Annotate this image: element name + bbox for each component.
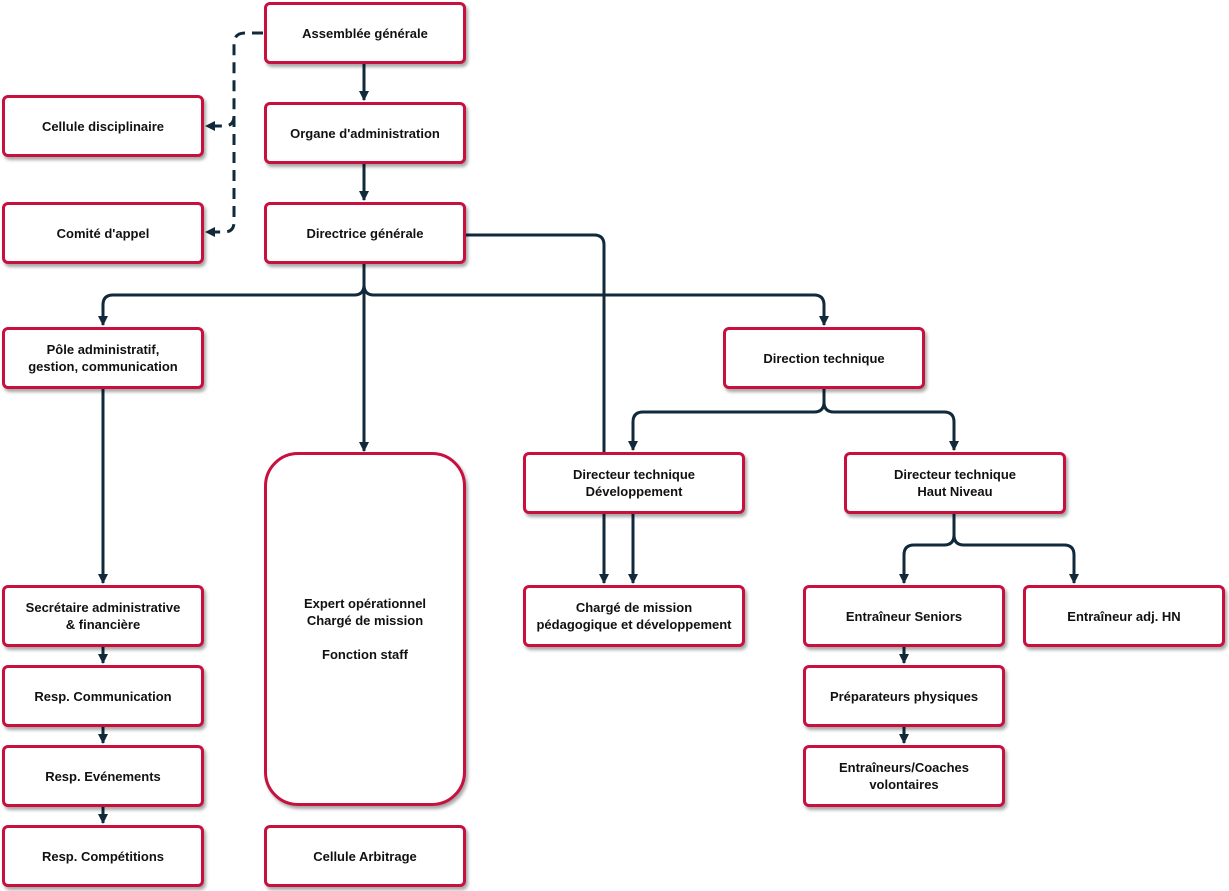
node-label: Pôle administratif, gestion, communicati… — [28, 342, 178, 374]
connector-assemblee-cellule-disciplinaire — [205, 31, 263, 131]
connector-dt-hn-entr-seniors — [899, 513, 956, 584]
connector-directrice-direction-technique — [362, 284, 829, 326]
node-label: Entraîneur Seniors — [845, 608, 963, 624]
node-resp-competitions: Resp. Compétitions — [2, 825, 204, 887]
node-label: Directeur technique Haut Niveau — [893, 467, 1017, 499]
node-organe-administration: Organe d'administration — [264, 102, 466, 164]
node-preparateurs-physiques: Préparateurs physiques — [803, 665, 1005, 727]
node-label: Resp. Compétitions — [41, 848, 165, 864]
node-entraineur-seniors: Entraîneur Seniors — [803, 585, 1005, 647]
node-label: Comité d'appel — [56, 225, 150, 241]
connector-directrice-charge-mission — [465, 233, 609, 584]
node-label: Préparateurs physiques — [829, 688, 979, 704]
node-direction-technique: Direction technique — [723, 327, 925, 389]
node-secretaire-administrative: Secrétaire administrative & financière — [2, 585, 204, 647]
connector-direction-dt-dev — [628, 388, 826, 451]
node-dt-developpement: Directeur technique Développement — [523, 452, 745, 514]
connector-dt-hn-entr-adj — [952, 534, 1079, 584]
node-label: Cellule Arbitrage — [313, 848, 417, 864]
node-entraineurs-coaches: Entraîneurs/Coaches volontaires — [803, 745, 1005, 807]
node-label: Direction technique — [763, 350, 885, 366]
node-label: Secrétaire administrative & financière — [25, 600, 181, 632]
node-assemblee-generale: Assemblée générale — [264, 2, 466, 64]
node-expert-operationnel: Expert opérationnel Chargé de mission Fo… — [264, 452, 466, 806]
node-label: Resp. Communication — [34, 688, 172, 704]
node-comite-appel: Comité d'appel — [2, 202, 204, 264]
node-charge-mission: Chargé de mission pédagogique et dévelop… — [523, 585, 745, 647]
node-cellule-arbitrage: Cellule Arbitrage — [264, 825, 466, 887]
connector-assemblee-comite — [205, 116, 236, 237]
node-pole-administratif: Pôle administratif, gestion, communicati… — [2, 327, 204, 389]
connector-direction-dt-hn — [822, 401, 959, 451]
node-directrice-generale: Directrice générale — [264, 202, 466, 264]
node-label: Entraîneur adj. HN — [1067, 608, 1181, 624]
node-label: Directrice générale — [306, 225, 424, 241]
node-dt-haut-niveau: Directeur technique Haut Niveau — [844, 452, 1066, 514]
node-label: Chargé de mission pédagogique et dévelop… — [536, 600, 732, 632]
node-entraineur-adj-hn: Entraîneur adj. HN — [1023, 585, 1225, 647]
node-label: Organe d'administration — [290, 125, 440, 141]
node-cellule-disciplinaire: Cellule disciplinaire — [2, 95, 204, 157]
node-label: Assemblée générale — [302, 25, 428, 41]
node-resp-evenements: Resp. Evénements — [2, 745, 204, 807]
node-label: Expert opérationnel Chargé de mission Fo… — [303, 596, 427, 662]
node-label: Cellule disciplinaire — [41, 118, 165, 134]
node-label: Entraîneurs/Coaches volontaires — [838, 760, 970, 792]
node-resp-communication: Resp. Communication — [2, 665, 204, 727]
node-label: Directeur technique Développement — [572, 467, 696, 499]
node-label: Resp. Evénements — [45, 768, 161, 784]
connector-directrice-pole — [98, 263, 366, 326]
